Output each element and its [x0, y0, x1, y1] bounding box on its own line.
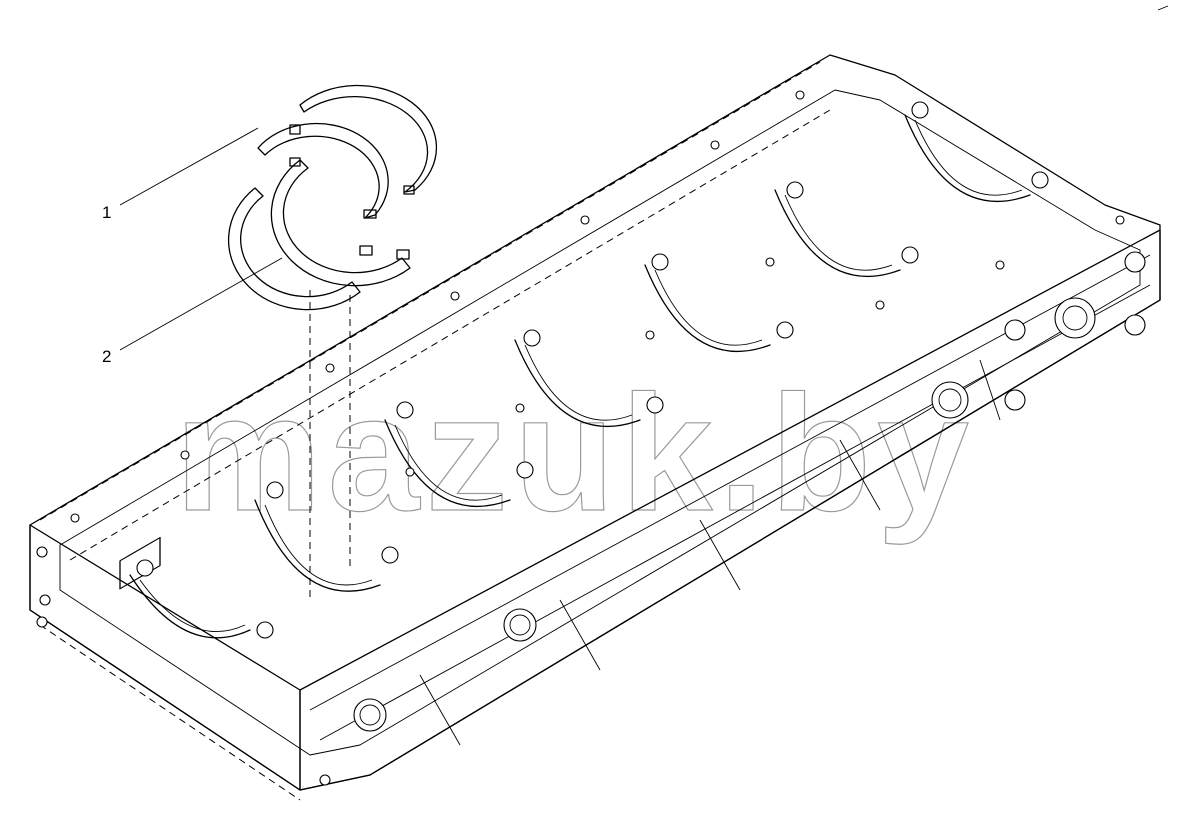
thrust-washer-1-lower — [270, 159, 411, 287]
watermark-text: mazuk.by — [175, 361, 975, 545]
crankcase-block — [29, 54, 1161, 801]
side-ports — [36, 251, 1146, 786]
callout-1-leader — [119, 127, 259, 206]
hidden-edge-inner — [69, 109, 831, 561]
hidden-edge-bottom — [39, 624, 301, 801]
thrust-washer-2-lower — [227, 187, 361, 311]
callout-1-label: 1 — [102, 203, 111, 222]
block-front-rail-lower — [319, 284, 1151, 741]
flange-holes — [70, 90, 1125, 523]
thrust-washer-2-upper — [257, 122, 389, 219]
corner-mark — [1157, 5, 1169, 11]
thrust-washer-1-upper — [299, 84, 438, 193]
hidden-edge-top — [39, 61, 821, 521]
bearing-saddles — [129, 114, 1031, 639]
cap-bosses — [119, 101, 1049, 639]
front-ribs — [419, 359, 1001, 746]
projection-lines — [309, 290, 351, 600]
block-left-end — [29, 524, 301, 791]
callout-2: 2 — [102, 257, 283, 366]
thrust-washers — [227, 84, 438, 311]
callout-1: 1 — [102, 127, 259, 222]
callout-2-leader — [119, 257, 283, 351]
callout-2-label: 2 — [102, 347, 111, 366]
